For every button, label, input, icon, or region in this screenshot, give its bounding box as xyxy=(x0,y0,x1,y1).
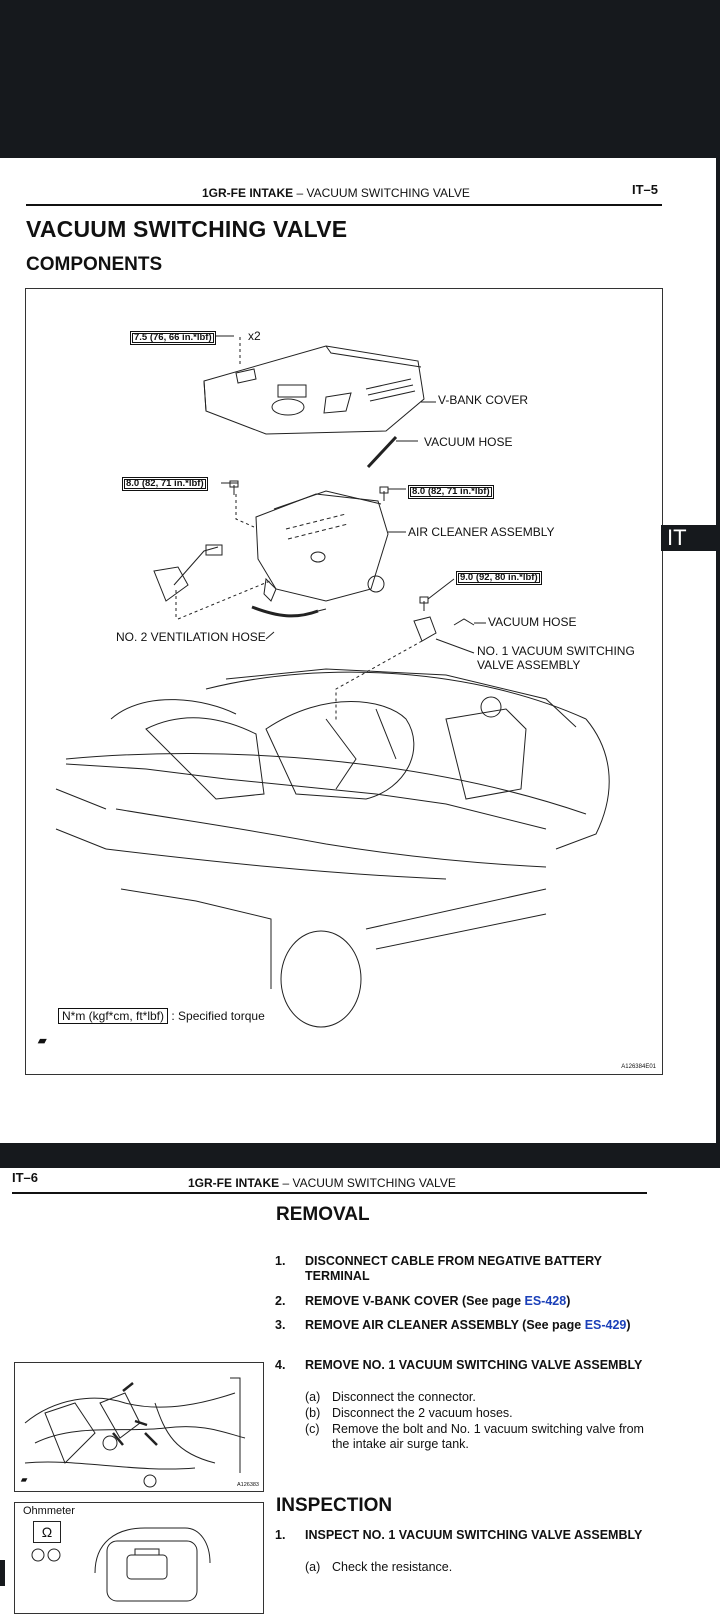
top-dark-bar xyxy=(0,0,720,158)
running-head: 1GR-FE INTAKE – VACUUM SWITCHING VALVE xyxy=(202,186,470,200)
label-v-bank-cover: V-BANK COVER xyxy=(438,393,529,407)
ohm-icon: Ω xyxy=(33,1521,61,1543)
legend-unit-box: N*m (kgf*cm, ft*lbf) xyxy=(58,1008,169,1024)
page-it-5: 1GR-FE INTAKE – VACUUM SWITCHING VALVE I… xyxy=(0,158,716,1143)
link-es-428[interactable]: ES-428 xyxy=(524,1294,567,1308)
removal-step-4: 4.REMOVE NO. 1 VACUUM SWITCHING VALVE AS… xyxy=(275,1358,643,1372)
header-rule xyxy=(26,204,662,206)
page-right-edge xyxy=(716,158,720,1143)
page-it-6: IT–6 1GR-FE INTAKE – VACUUM SWITCHING VA… xyxy=(0,1168,720,1614)
label-vacuum-hose-2: VACUUM HOSE xyxy=(488,615,577,629)
ohmmeter-figure: Ohmmeter Ω xyxy=(14,1502,264,1614)
ohmmeter-label: Ohmmeter xyxy=(23,1505,75,1517)
removal-figure: ▰ A126383 xyxy=(14,1362,264,1492)
removal-substep-a: (a)Disconnect the connector. xyxy=(305,1390,476,1404)
header-rule-2 xyxy=(12,1192,647,1194)
inspection-substep-a: (a)Check the resistance. xyxy=(305,1560,453,1574)
torque-legend: N*m (kgf*cm, ft*lbf) : Specified torque xyxy=(58,1008,265,1024)
running-head-2: 1GR-FE INTAKE – VACUUM SWITCHING VALVE xyxy=(188,1176,456,1190)
link-es-429[interactable]: ES-429 xyxy=(584,1318,627,1332)
torque-spec-right-bolt: 8.0 (82, 71 in.*lbf) xyxy=(408,485,494,499)
label-no2-ventilation-hose: NO. 2 VENTILATION HOSE xyxy=(116,630,266,644)
side-tab-it: IT xyxy=(661,525,716,551)
book-icon-2: ▰ xyxy=(21,1475,28,1484)
removal-substep-c: (c)Remove the bolt and No. 1 vacuum swit… xyxy=(305,1422,644,1451)
components-illustration xyxy=(55,335,610,1028)
torque-qty-label: x2 xyxy=(248,329,261,343)
components-diagram: 7.5 (76, 66 in.*lbf) x2 8.0 (82, 71 in.*… xyxy=(25,288,663,1075)
section-title-inspection: INSPECTION xyxy=(276,1495,393,1516)
figure-id: A126384E01 xyxy=(621,1064,656,1070)
label-vacuum-hose-1: VACUUM HOSE xyxy=(424,435,513,449)
page-number-2: IT–6 xyxy=(12,1170,39,1185)
label-vsv-line2: VALVE ASSEMBLY xyxy=(477,658,581,672)
page-number: IT–5 xyxy=(632,182,659,197)
removal-step-2: 2. REMOVE V-BANK COVER (See page ES-428) xyxy=(275,1294,571,1308)
ohmmeter-illustration xyxy=(31,1527,211,1602)
inspection-step-1: 1.INSPECT NO. 1 VACUUM SWITCHING VALVE A… xyxy=(275,1528,643,1542)
removal-illustration xyxy=(24,1377,246,1488)
figure-id-2: A126383 xyxy=(236,1482,259,1488)
section-title-components: COMPONENTS xyxy=(26,254,163,275)
removal-substep-b: (b)Disconnect the 2 vacuum hoses. xyxy=(305,1406,513,1420)
legend-text: : Specified torque xyxy=(171,1009,265,1023)
removal-step-1: 1.DISCONNECT CABLE FROM NEGATIVE BATTERY… xyxy=(275,1254,602,1283)
page-separator-bar xyxy=(0,1143,720,1168)
book-icon: ▰ xyxy=(38,1035,47,1047)
removal-step-3: 3. REMOVE AIR CLEANER ASSEMBLY (See page… xyxy=(275,1318,631,1332)
label-vsv-line1: NO. 1 VACUUM SWITCHING xyxy=(477,644,635,658)
edge-marker xyxy=(0,1560,5,1586)
page-title: VACUUM SWITCHING VALVE xyxy=(26,216,348,242)
section-title-removal: REMOVAL xyxy=(276,1204,370,1225)
torque-spec-cover-bolt: 7.5 (76, 66 in.*lbf) xyxy=(130,331,216,345)
torque-spec-left-bolt: 8.0 (82, 71 in.*lbf) xyxy=(122,477,208,491)
label-air-cleaner-assembly: AIR CLEANER ASSEMBLY xyxy=(408,525,555,539)
torque-spec-valve-bolt: 9.0 (92, 80 in.*lbf) xyxy=(456,571,542,585)
